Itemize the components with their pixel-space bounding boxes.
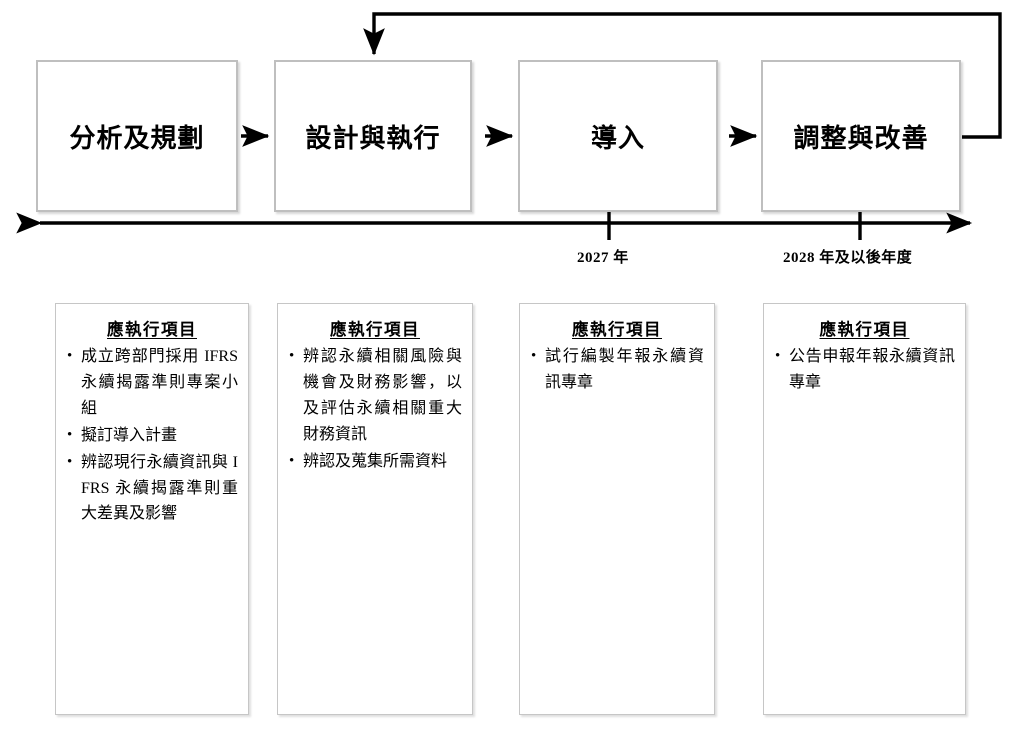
- phase-label-adjust-improve: 調整與改善: [793, 123, 929, 153]
- list-item: 擬訂導入計畫: [66, 423, 238, 449]
- list-item: 辨認及蒐集所需資料: [288, 449, 462, 475]
- list-item: 辨認永續相關風險與機會及財務影響，以及評估永續相關重大財務資訊: [288, 344, 462, 448]
- detail-title-adoption: 應執行項目: [572, 320, 662, 339]
- phase-box-adoption[interactable]: 導入: [518, 60, 718, 212]
- list-item: 公告申報年報永續資訊專章: [774, 344, 955, 396]
- detail-title-design-execution: 應執行項目: [330, 320, 420, 339]
- detail-list-analysis-planning: 成立跨部門採用 IFRS 永續揭露準則專案小組 擬訂導入計畫 辨認現行永續資訊與…: [66, 344, 238, 527]
- detail-list-adjust-improve: 公告申報年報永續資訊專章: [774, 344, 955, 396]
- detail-box-adjust-improve[interactable]: 應執行項目 公告申報年報永續資訊專章: [763, 303, 966, 715]
- detail-list-design-execution: 辨認永續相關風險與機會及財務影響，以及評估永續相關重大財務資訊 辨認及蒐集所需資…: [288, 344, 462, 475]
- detail-title-adjust-improve: 應執行項目: [819, 320, 910, 339]
- phase-box-design-execution[interactable]: 設計與執行: [274, 60, 472, 212]
- list-item: 試行編製年報永續資訊專章: [530, 344, 704, 396]
- phase-label-analysis-planning: 分析及規劃: [69, 123, 205, 153]
- phase-label-design-execution: 設計與執行: [305, 123, 441, 153]
- phase-label-adoption: 導入: [590, 123, 645, 153]
- detail-title-analysis-planning: 應執行項目: [107, 320, 197, 339]
- detail-box-design-execution[interactable]: 應執行項目 辨認永續相關風險與機會及財務影響，以及評估永續相關重大財務資訊 辨認…: [277, 303, 473, 715]
- phase-box-analysis-planning[interactable]: 分析及規劃: [36, 60, 238, 212]
- detail-box-adoption[interactable]: 應執行項目 試行編製年報永續資訊專章: [519, 303, 715, 715]
- detail-box-analysis-planning[interactable]: 應執行項目 成立跨部門採用 IFRS 永續揭露準則專案小組 擬訂導入計畫 辨認現…: [55, 303, 249, 715]
- detail-list-adoption: 試行編製年報永續資訊專章: [530, 344, 704, 396]
- timeline-caption-2028: 2028 年及以後年度: [783, 250, 913, 266]
- timeline-caption-2027: 2027 年: [577, 250, 629, 266]
- phase-box-adjust-improve[interactable]: 調整與改善: [761, 60, 961, 212]
- list-item: 成立跨部門採用 IFRS 永續揭露準則專案小組: [66, 344, 238, 422]
- list-item: 辨認現行永續資訊與 IFRS 永續揭露準則重大差異及影響: [66, 450, 238, 528]
